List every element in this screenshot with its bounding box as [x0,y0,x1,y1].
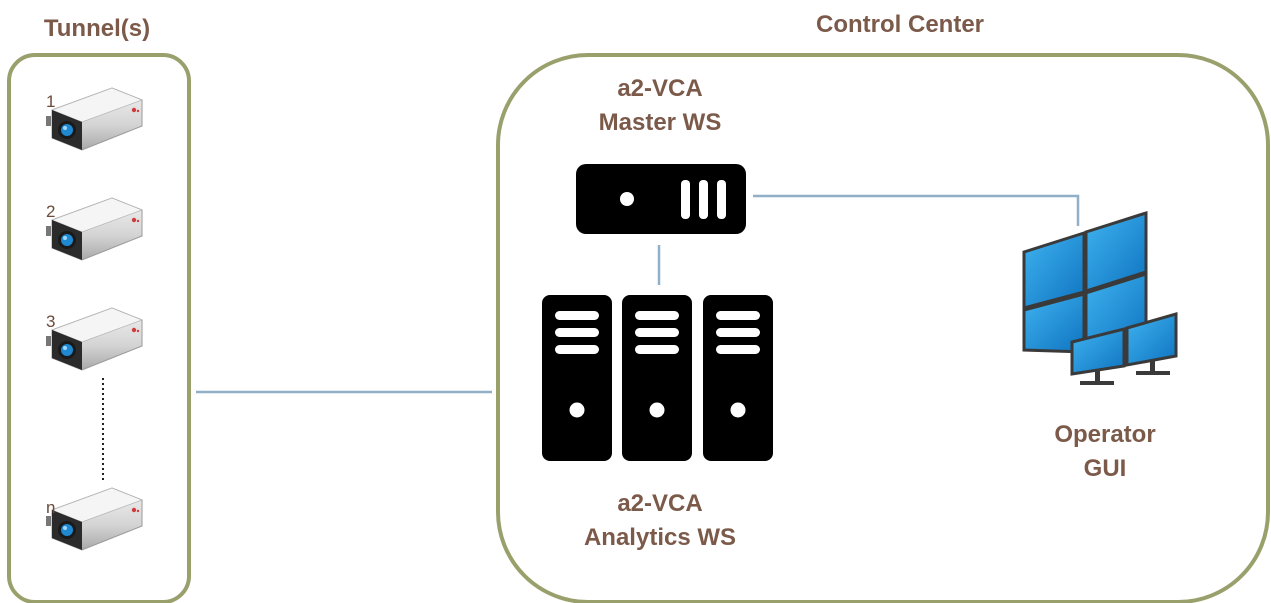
camera-icon-n [45,487,143,551]
master-ws-label: a2-VCA Master WS [560,72,760,140]
operator-gui-line2: GUI [1083,455,1127,482]
camera-number-3: 3 [46,312,56,331]
tunnel-frame [7,53,191,603]
master-ws-line2: Master WS [598,109,722,136]
camera-number-2: 2 [46,202,56,221]
analytics-ws-line2: Analytics WS [583,524,737,551]
master-operator-connector [753,194,1080,226]
video-wall-icon [1022,210,1178,385]
tunnel-title: Tunnel(s) [43,15,151,42]
operator-gui-label: Operator GUI [1010,418,1200,486]
control-center-frame [496,53,1270,603]
operator-gui-line1: Operator [1054,421,1156,448]
analytics-ws-label: a2-VCA Analytics WS [555,487,765,555]
rack-server-icon [576,164,746,234]
camera-icon-2 [45,197,143,261]
camera-icon-3 [45,307,143,371]
control-center-title: Control Center [816,11,984,38]
camera-number-n: n [46,498,56,517]
camera-number-1: 1 [46,92,56,111]
tower-server-icon [542,295,773,461]
analytics-ws-line1: a2-VCA [617,490,703,517]
master-ws-line1: a2-VCA [617,75,703,102]
camera-icon-1 [45,87,143,151]
